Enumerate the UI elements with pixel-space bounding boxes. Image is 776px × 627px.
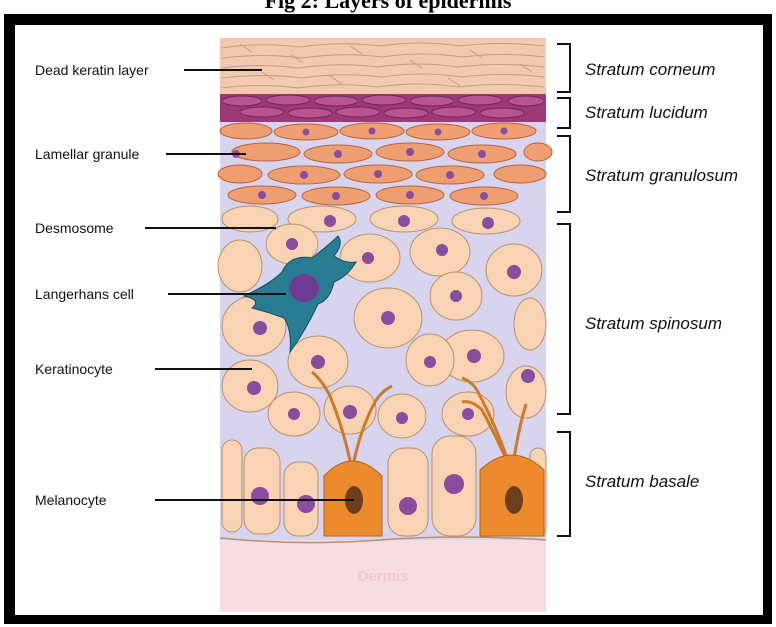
label-lamellar-granule: Lamellar granule [35,146,139,162]
label-dead-keratin-layer: Dead keratin layer [35,62,149,78]
label-desmosome: Desmosome [35,220,114,236]
layer-stratum-lucidum: Stratum lucidum [585,103,708,123]
label-langerhans-cell: Langerhans cell [35,286,134,302]
layer-stratum-granulosum: Stratum granulosum [585,166,738,186]
layer-stratum-basale: Stratum basale [585,472,699,492]
label-keratinocyte: Keratinocyte [35,361,113,377]
layer-stratum-corneum: Stratum corneum [585,60,715,80]
layer-brackets [557,44,570,536]
dermis-label: Dermis [220,568,546,585]
langerhans-nucleus [289,274,319,302]
label-melanocyte: Melanocyte [35,492,107,508]
layer-stratum-spinosum: Stratum spinosum [585,314,722,334]
